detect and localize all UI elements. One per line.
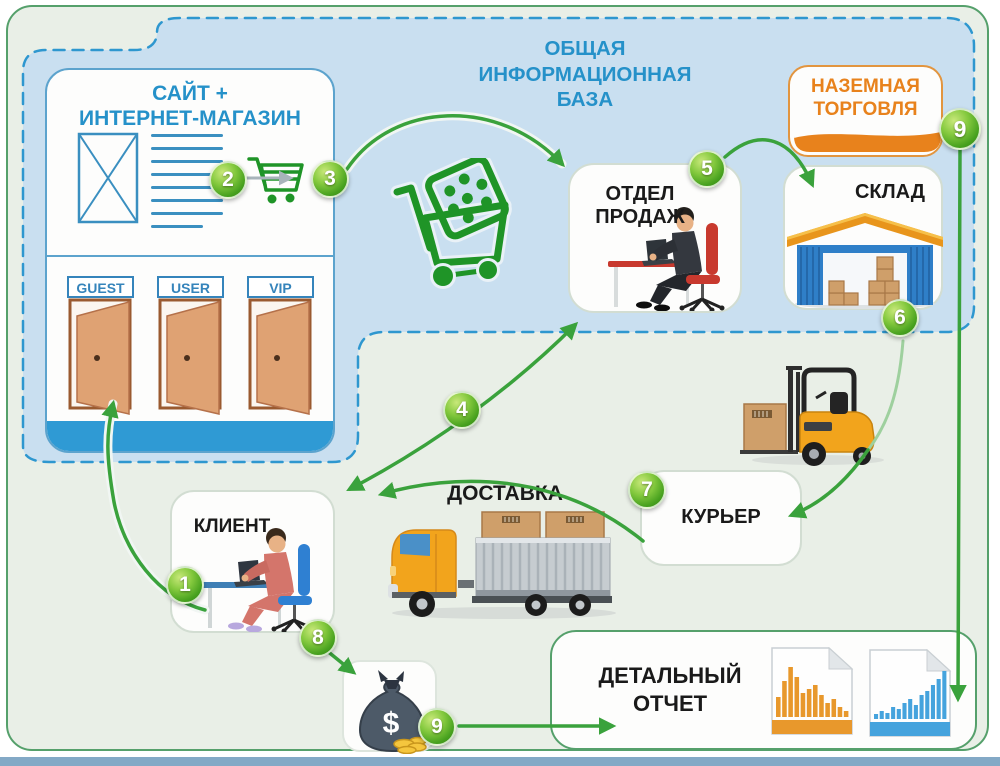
site-title-line1: САЙТ + [152, 82, 228, 105]
ground-trade-band [794, 132, 941, 152]
step-badge-9-trade: 9 [939, 108, 981, 150]
bottom-strip [0, 757, 1000, 766]
delivery-truck-icon [388, 511, 616, 619]
report-doc-icon-orange [771, 646, 854, 735]
sales-dept-label: ОТДЕЛ ПРОДАЖ [595, 183, 685, 228]
report-doc-icon-blue [869, 648, 952, 737]
step-badge-8: 8 [299, 619, 337, 657]
image-placeholder-icon [77, 132, 139, 224]
site-bottom-bar [47, 421, 333, 451]
ground-trade-label: НАЗЕМНАЯ ТОРГОВЛЯ [811, 76, 920, 120]
forklift-icon [740, 366, 884, 466]
step-badge-9-money: 9 [418, 708, 456, 746]
warehouse-box: СКЛАД [783, 165, 943, 310]
door-user: USER [157, 276, 224, 421]
dollar-sign: $ [383, 707, 400, 740]
door-vip: VIP [247, 276, 314, 421]
info-base-title: ОБЩАЯ ИНФОРМАЦИОННАЯ БАЗА [478, 37, 692, 112]
door-guest-label: GUEST [67, 276, 134, 298]
client-box: КЛИЕНТ [170, 490, 335, 633]
sales-dept-box: ОТДЕЛ ПРОДАЖ [568, 163, 742, 313]
door-icon [68, 298, 132, 415]
door-guest: GUEST [67, 276, 134, 421]
client-label: КЛИЕНТ [193, 516, 271, 537]
step-badge-7: 7 [628, 471, 666, 509]
door-icon [248, 298, 312, 415]
site-title-line2: ИНТЕРНЕТ-МАГАЗИН [79, 106, 301, 130]
step-badge-5: 5 [688, 150, 726, 188]
money-bag-icon: $ [358, 670, 427, 755]
step-badge-2: 2 [209, 161, 247, 199]
warehouse-label: СКЛАД [854, 181, 926, 203]
step-badge-4: 4 [443, 391, 481, 429]
step-badge-1: 1 [166, 566, 204, 604]
site-box: САЙТ + ИНТЕРНЕТ-МАГАЗИН GUEST [45, 68, 335, 453]
site-divider [47, 255, 333, 257]
ground-trade-box: НАЗЕМНАЯ ТОРГОВЛЯ [788, 65, 943, 157]
door-icon [158, 298, 222, 415]
report-label: ДЕТАЛЬНЫЙ ОТЧЕТ [598, 663, 742, 716]
mini-shopping-cart-icon [247, 157, 304, 204]
site-title: САЙТ + ИНТЕРНЕТ-МАГАЗИН [47, 82, 333, 132]
report-box: ДЕТАЛЬНЫЙ ОТЧЕТ [550, 630, 977, 750]
courier-label: КУРЬЕР [681, 506, 761, 528]
money-bag-box: $ [342, 660, 437, 755]
step-badge-6: 6 [881, 299, 919, 337]
shopping-cart-icon [390, 158, 512, 289]
warehouse-icon [787, 213, 943, 309]
door-user-label: USER [157, 276, 224, 298]
sales-manager-icon [608, 207, 725, 311]
step-badge-3: 3 [311, 160, 349, 198]
client-person-icon [202, 528, 317, 632]
door-vip-label: VIP [247, 276, 314, 298]
